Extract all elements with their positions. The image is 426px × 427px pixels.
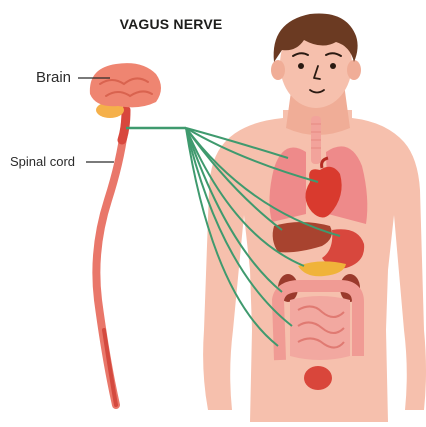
bladder [304, 366, 332, 390]
right-ear [347, 60, 361, 80]
left-ear [271, 60, 285, 80]
spinal-cord [96, 110, 126, 405]
small-intestine [290, 296, 350, 360]
spinal-cord-label: Spinal cord [10, 154, 75, 169]
human-body [203, 13, 426, 422]
diagram-title: VAGUS NERVE [96, 16, 246, 32]
brain [90, 63, 161, 107]
left-eye [298, 63, 304, 69]
right-eye [330, 63, 336, 69]
brain-label: Brain [36, 69, 71, 86]
